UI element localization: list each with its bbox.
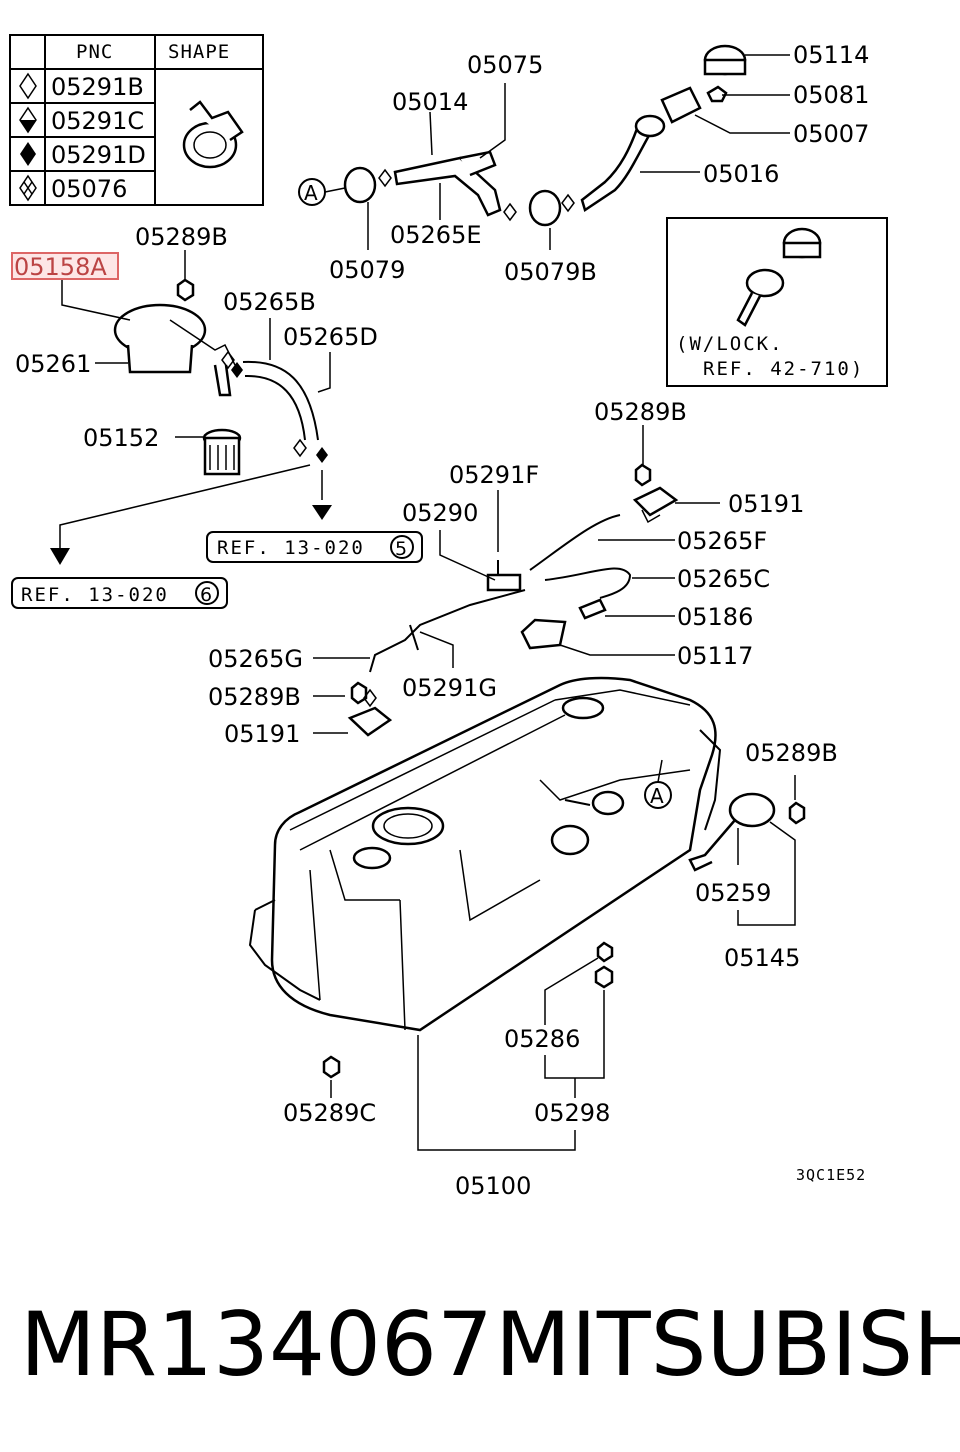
nut-05289b-2-icon	[634, 463, 652, 487]
label-05291f[interactable]: 05291F	[449, 461, 539, 489]
gasket-icon	[660, 86, 702, 124]
valve-05191-icon	[632, 486, 679, 517]
label-05259[interactable]: 05259	[695, 879, 771, 907]
ref-5-number: 5	[395, 538, 407, 560]
label-05289b-1[interactable]: 05289B	[135, 223, 228, 251]
label-05286[interactable]: 05286	[504, 1025, 580, 1053]
label-05265b[interactable]: 05265B	[223, 288, 316, 316]
hose-clamp-icon	[182, 100, 244, 169]
clamp-05079-icon	[343, 166, 377, 204]
sender-unit-icon	[728, 792, 776, 828]
label-05298[interactable]: 05298	[534, 1099, 610, 1127]
label-05152[interactable]: 05152	[83, 424, 159, 452]
legend-row-05291d: 05291D	[51, 141, 146, 169]
half-filled-diamond-icon	[19, 106, 37, 134]
label-05016[interactable]: 05016	[703, 160, 779, 188]
legend-row-05291c: 05291C	[51, 107, 144, 135]
bolt-05298-icon	[594, 965, 614, 989]
canister-05117-icon	[520, 618, 567, 650]
label-05114[interactable]: 05114	[793, 41, 869, 69]
vapor-lines-group	[313, 425, 720, 737]
label-05265e[interactable]: 05265E	[390, 221, 482, 249]
nut-05289b-icon	[176, 278, 195, 302]
label-05261[interactable]: 05261	[15, 350, 91, 378]
ref-13-020-5: REF. 13-020	[217, 537, 365, 559]
inset-lock-cap: (W/LOCK. REF. 42-710)	[666, 217, 888, 387]
label-05290[interactable]: 05290	[402, 499, 478, 527]
legend-header-pnc: PNC	[76, 41, 113, 63]
label-05265f[interactable]: 05265F	[677, 527, 767, 555]
tank-body	[270, 676, 717, 1032]
label-05014[interactable]: 05014	[392, 88, 468, 116]
label-05265d[interactable]: 05265D	[283, 323, 378, 351]
hollow-diamond-icon	[19, 72, 37, 100]
ref-13-020-6: REF. 13-020	[21, 584, 169, 606]
figure-code: 3QC1E52	[796, 1166, 866, 1184]
label-05289b-3[interactable]: 05289B	[208, 683, 301, 711]
footer-brand: MITSUBISHI	[495, 1293, 960, 1396]
highlighted-part-label[interactable]: 05158A	[14, 253, 107, 281]
hatched-diamond-icon	[19, 174, 37, 202]
label-05145[interactable]: 05145	[724, 944, 800, 972]
legend-row-05291b: 05291B	[51, 73, 144, 101]
label-05289b-4[interactable]: 05289B	[745, 739, 838, 767]
ref-6-number: 6	[200, 584, 212, 606]
inset-line-2: REF. 42-710)	[703, 358, 864, 380]
callout-a-top-letter: A	[304, 181, 318, 205]
footer-part-number: MR134067	[20, 1293, 493, 1396]
filler-pipe-icon	[580, 118, 657, 212]
highlight-box	[11, 252, 119, 280]
label-05100[interactable]: 05100	[455, 1172, 531, 1200]
bolt-icon	[706, 85, 728, 103]
parts-diagram: PNC SHAPE 05291B 05291C 05291D 05076 051…	[9, 34, 888, 1200]
label-05191-1[interactable]: 05191	[728, 490, 804, 518]
filled-diamond-icon	[20, 142, 36, 166]
label-05289b-2[interactable]: 05289B	[594, 398, 687, 426]
inset-line-1: (W/LOCK.	[676, 333, 784, 355]
filler-neck-group: A	[298, 44, 790, 250]
label-05075[interactable]: 05075	[467, 51, 543, 79]
label-05079[interactable]: 05079	[329, 256, 405, 284]
legend-row-05076: 05076	[51, 175, 127, 203]
part-labels: 05114 05081 05007 05016 05075 05014 0526…	[15, 41, 869, 1200]
label-05191-2[interactable]: 05191	[224, 720, 300, 748]
clamp-05079b-icon	[528, 189, 562, 227]
label-05186[interactable]: 05186	[677, 603, 753, 631]
nut-05289b-4-icon	[788, 801, 806, 825]
pump-module-group: REF. 13-020 5 REF. 13-020 6	[11, 250, 423, 609]
fuel-tank: A	[248, 676, 806, 1151]
label-05081[interactable]: 05081	[793, 81, 869, 109]
nut-05286-icon	[596, 941, 614, 963]
legend-header-shape: SHAPE	[168, 41, 230, 63]
label-05079b[interactable]: 05079B	[504, 258, 597, 286]
label-05007[interactable]: 05007	[793, 120, 869, 148]
label-05289c[interactable]: 05289C	[283, 1099, 376, 1127]
label-05117[interactable]: 05117	[677, 642, 753, 670]
callout-a-tank-letter: A	[650, 784, 664, 808]
footer: MR134067 MITSUBISHI	[20, 1285, 960, 1405]
tee-joint-icon	[486, 573, 522, 592]
label-05265g[interactable]: 05265G	[208, 645, 303, 673]
label-05291g[interactable]: 05291G	[402, 674, 497, 702]
legend-table: PNC SHAPE 05291B 05291C 05291D 05076	[9, 34, 264, 206]
label-05265c[interactable]: 05265C	[677, 565, 770, 593]
nut-05289c-icon	[322, 1055, 341, 1079]
